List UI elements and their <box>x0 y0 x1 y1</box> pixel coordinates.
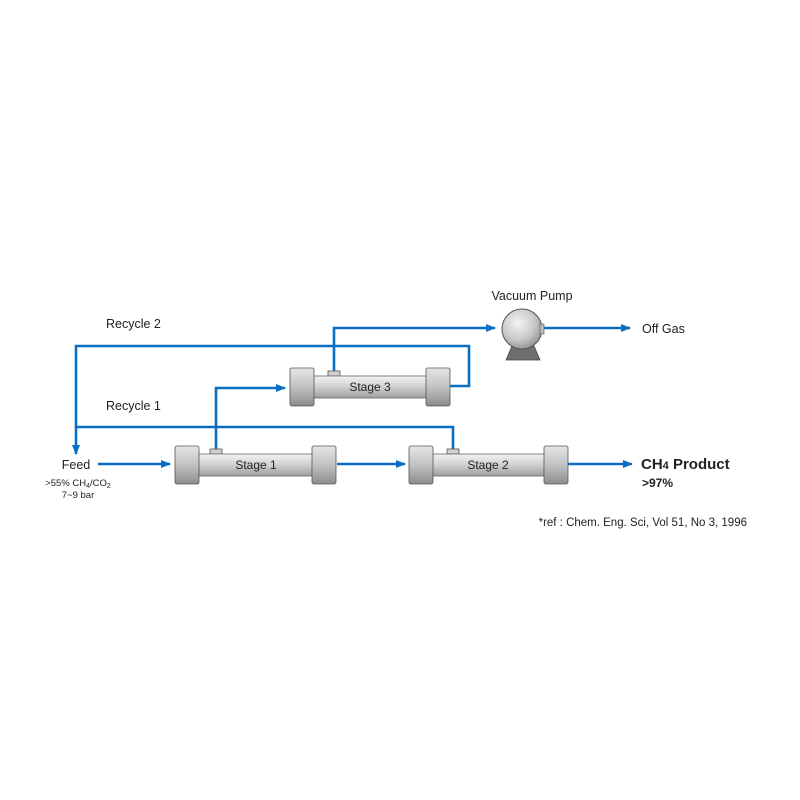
stage-1-label: Stage 1 <box>235 458 277 472</box>
product-purity: >97% <box>642 476 673 490</box>
flow-lines <box>72 324 633 468</box>
stage-2-label: Stage 2 <box>467 458 509 472</box>
reference-citation: *ref : Chem. Eng. Sci, Vol 51, No 3, 199… <box>539 517 747 529</box>
stage-3-module[interactable]: Stage 3 <box>289 367 451 407</box>
feed-pressure: 7~9 bar <box>62 490 95 501</box>
product-label: CH4 Product <box>641 456 730 473</box>
stage-1-module[interactable]: Stage 1 <box>174 445 337 485</box>
stage-3-label: Stage 3 <box>349 380 391 394</box>
recycle-1-line <box>72 425 455 455</box>
feed-composition: >55% CH4/CO2 <box>45 478 111 490</box>
off-gas-label: Off Gas <box>642 322 685 336</box>
vacuum-pump-icon[interactable] <box>501 308 545 361</box>
feed-label: Feed <box>62 458 91 472</box>
recycle-2-label: Recycle 2 <box>106 317 161 331</box>
vacuum-pump-label: Vacuum Pump <box>491 289 572 303</box>
stage3-to-pump-arrow <box>332 324 496 376</box>
stage1-to-stage3-arrow <box>214 384 286 452</box>
recycle-2-line <box>74 344 471 426</box>
stage-2-module[interactable]: Stage 2 <box>408 445 569 485</box>
recycle-1-label: Recycle 1 <box>106 399 161 413</box>
